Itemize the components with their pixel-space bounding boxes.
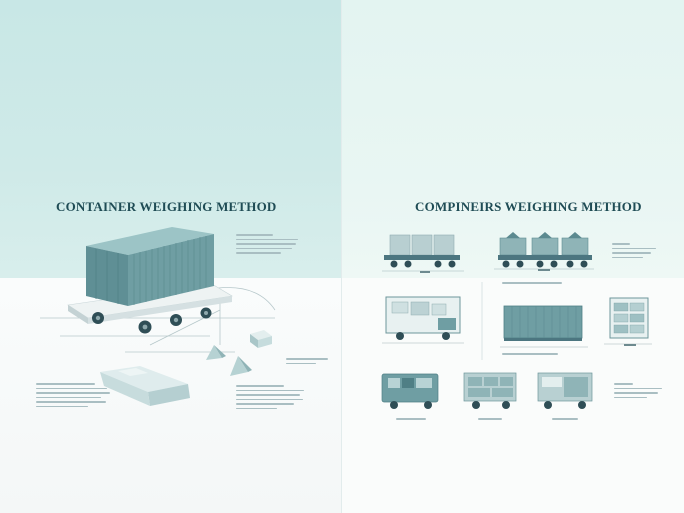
note-middle-right (286, 355, 328, 367)
note-top-right (236, 231, 298, 257)
caption-freight-truck (478, 415, 502, 423)
caption-container-truck (552, 415, 578, 423)
right-title: COMPINEIRS WEIGHING METHOD (415, 199, 642, 214)
left-illustration (40, 227, 276, 406)
weight-block-slab (100, 366, 190, 406)
box-truck (385, 296, 461, 340)
panel-divider (341, 0, 342, 513)
container-door-lines (95, 249, 119, 304)
delivery-van (381, 373, 439, 409)
flatcar-with-boxes (384, 234, 460, 268)
platform-wheels (92, 307, 212, 334)
shipping-container (86, 227, 214, 306)
right-background-top (342, 0, 684, 278)
left-panel: CONTAINER WEIGHING METHOD (0, 0, 341, 513)
note-row1-bottom (502, 279, 562, 287)
note-row3-right (614, 380, 662, 401)
note-bottom-left (36, 380, 110, 410)
measure-marker-1 (420, 271, 430, 273)
container-ribs (133, 236, 207, 305)
weight-block-pyramid-1 (206, 345, 226, 360)
right-panel: COMPINEIRS WEIGHING METHOD (342, 0, 684, 513)
caption-van (396, 415, 426, 423)
note-bottom-right (236, 382, 304, 412)
note-row1-right (612, 240, 656, 261)
freight-truck (463, 372, 517, 409)
railcars-with-containers (498, 232, 592, 268)
weight-block-pyramid-2 (230, 356, 252, 376)
left-title: CONTAINER WEIGHING METHOD (56, 199, 277, 214)
measure-marker-5 (624, 344, 636, 346)
right-illustration (381, 232, 652, 409)
measure-marker-2 (538, 269, 550, 271)
long-container-trailer (503, 305, 583, 341)
note-row2-bottom (502, 350, 558, 358)
container-truck (537, 372, 593, 409)
weight-block-cube (250, 330, 272, 348)
stacked-container-unit (609, 297, 649, 339)
